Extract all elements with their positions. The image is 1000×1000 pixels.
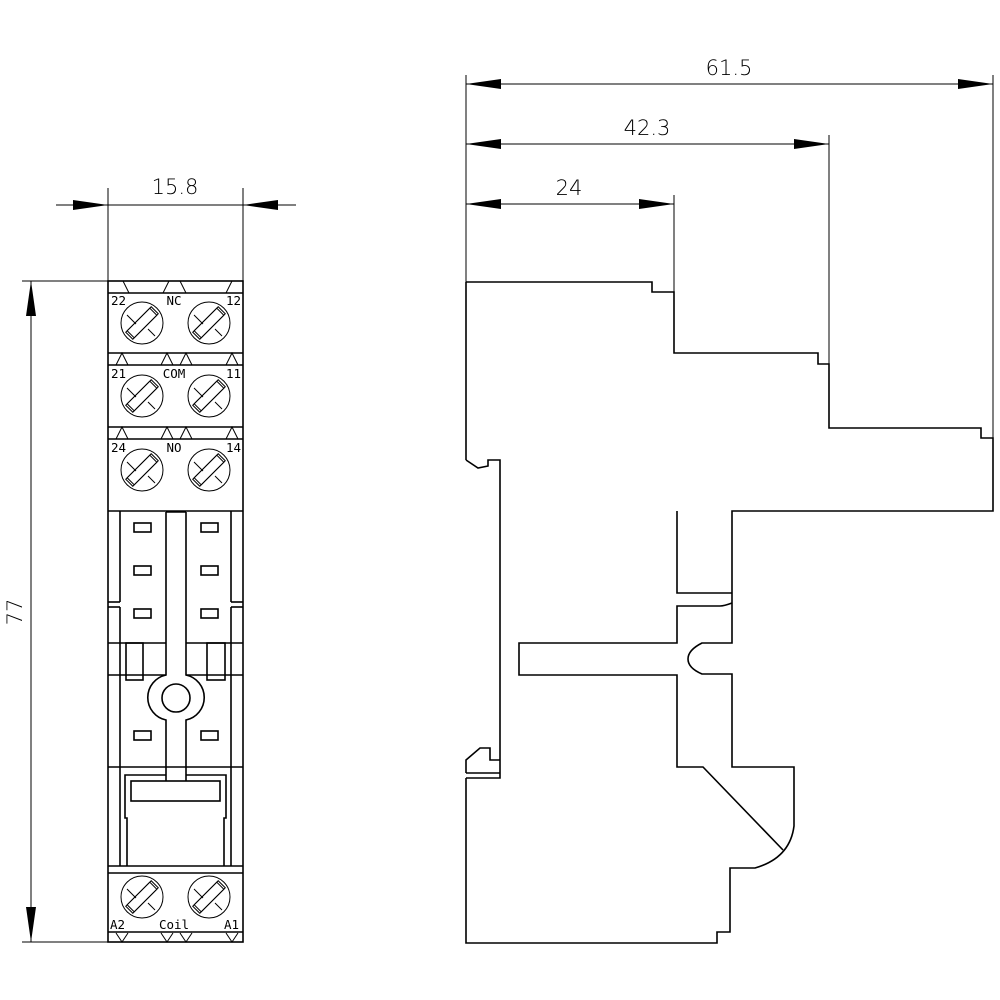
pin-slot (200, 522, 219, 533)
arrow-up-icon (26, 281, 36, 316)
screw-terminal-a2 (120, 875, 164, 919)
retaining-clip (130, 780, 221, 802)
arrow-right-icon (73, 200, 108, 210)
terminal-label-com: COM (163, 366, 186, 381)
terminal-label-12: 12 (226, 293, 241, 308)
arrow-left-icon (243, 200, 278, 210)
terminal-label-11: 11 (226, 366, 241, 381)
dimension-step1-depth: 24 (466, 176, 675, 352)
arrow-right-icon (958, 79, 993, 89)
screw-terminal-12 (187, 301, 231, 345)
side-profile-outline (465, 281, 994, 944)
socket-body-outline (107, 280, 244, 943)
pin-slot (133, 730, 152, 741)
dimension-height-label: 77 (3, 599, 27, 626)
dimension-height: 77 (3, 280, 108, 943)
side-view: 61.5 42.3 24 (465, 56, 994, 944)
relay-socket-area (108, 511, 243, 874)
terminal-label-no: NO (166, 440, 181, 455)
dimension-step2-depth: 42.3 (466, 116, 830, 428)
dimension-step1-depth-label: 24 (556, 176, 583, 200)
dimension-overall-depth: 61.5 (465, 56, 994, 440)
dimension-width-label: 15.8 (152, 175, 199, 199)
pin-slot (200, 730, 219, 741)
screw-terminal-14 (187, 448, 231, 492)
screw-terminal-21 (120, 374, 164, 418)
terminal-label-21: 21 (111, 366, 126, 381)
terminal-label-14: 14 (226, 440, 241, 455)
arrow-right-icon (794, 139, 829, 149)
pin-slot (133, 522, 152, 533)
arrow-right-icon (639, 199, 674, 209)
pin-slot (133, 608, 152, 619)
terminal-label-a2: A2 (110, 917, 125, 932)
terminal-label-22: 22 (111, 293, 126, 308)
arrow-left-icon (466, 139, 501, 149)
screw-terminal-a1 (187, 875, 231, 919)
terminal-label-coil: Coil (159, 917, 189, 932)
dimension-overall-depth-label: 61.5 (706, 56, 753, 80)
terminal-label-a1: A1 (224, 917, 239, 932)
screw-terminal-22 (120, 301, 164, 345)
terminal-label-nc: NC (166, 293, 181, 308)
arrow-down-icon (26, 907, 36, 942)
pin-slot (200, 608, 219, 619)
dimension-step2-depth-label: 42.3 (624, 116, 671, 140)
screw-terminal-11 (187, 374, 231, 418)
arrow-left-icon (466, 79, 501, 89)
pin-slot (200, 565, 219, 576)
screw-terminal-24 (120, 448, 164, 492)
dimension-width: 15.8 (56, 175, 296, 282)
front-view: 15.8 77 (3, 175, 296, 943)
terminal-label-24: 24 (111, 440, 126, 455)
pin-slot (133, 565, 152, 576)
center-ring (161, 683, 191, 713)
arrow-left-icon (466, 199, 501, 209)
